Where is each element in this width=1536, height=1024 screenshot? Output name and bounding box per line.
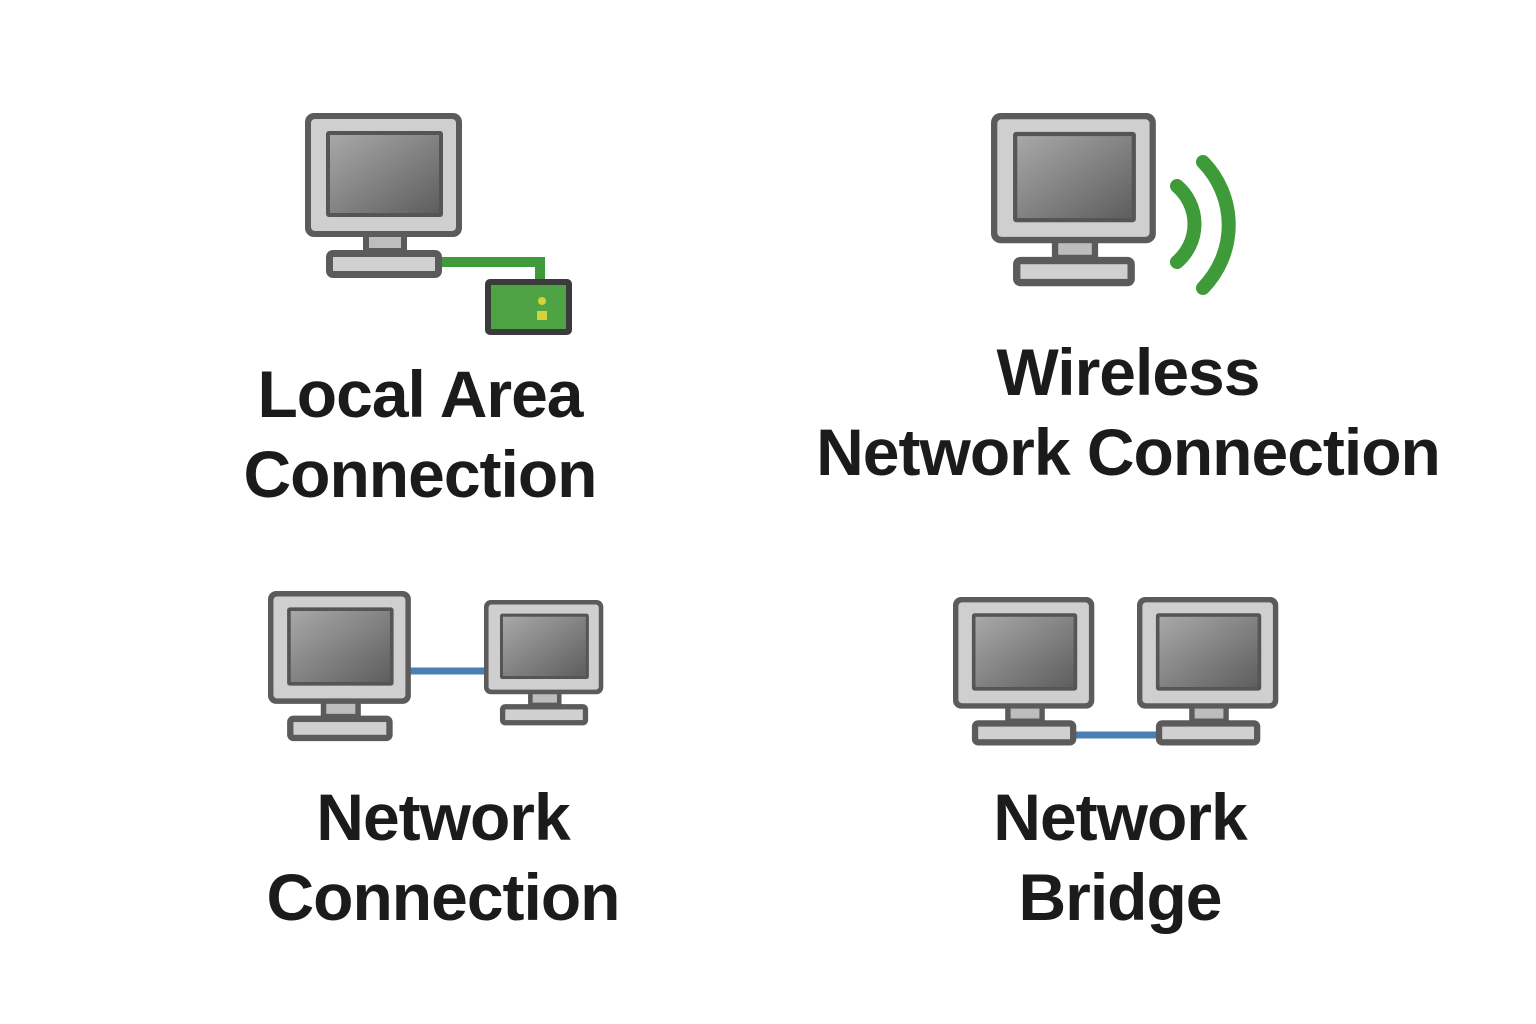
monitor-icon [484, 600, 604, 726]
network-adapter-icon [485, 279, 572, 335]
network-bridge-label: Network Bridge [993, 777, 1247, 937]
monitor-icon [953, 597, 1095, 746]
wireless-icon [991, 113, 1236, 295]
label-line: Network [993, 780, 1247, 854]
label-line: Connection [266, 860, 621, 934]
network-bridge-icon [953, 597, 1279, 746]
monitor-icon [268, 591, 411, 742]
monitor-icon [1137, 597, 1279, 746]
label-line: Connection [243, 437, 598, 511]
lan-label: Local Area Connection [243, 354, 598, 514]
label-line: Wireless [996, 335, 1261, 409]
label-line: Bridge [1018, 860, 1222, 934]
label-line: Network Connection [816, 415, 1441, 489]
network-connection-icon [268, 591, 604, 742]
label-line: Local Area [257, 357, 583, 431]
wireless-label: Wireless Network Connection [816, 332, 1441, 492]
label-line: Network [316, 780, 570, 854]
ethernet-cable [438, 257, 545, 282]
monitor-icon [305, 113, 462, 278]
wifi-waves-icon [1170, 155, 1236, 295]
network-connection-label: Network Connection [266, 777, 621, 937]
monitor-icon [991, 113, 1156, 287]
lan-icon [305, 113, 572, 335]
